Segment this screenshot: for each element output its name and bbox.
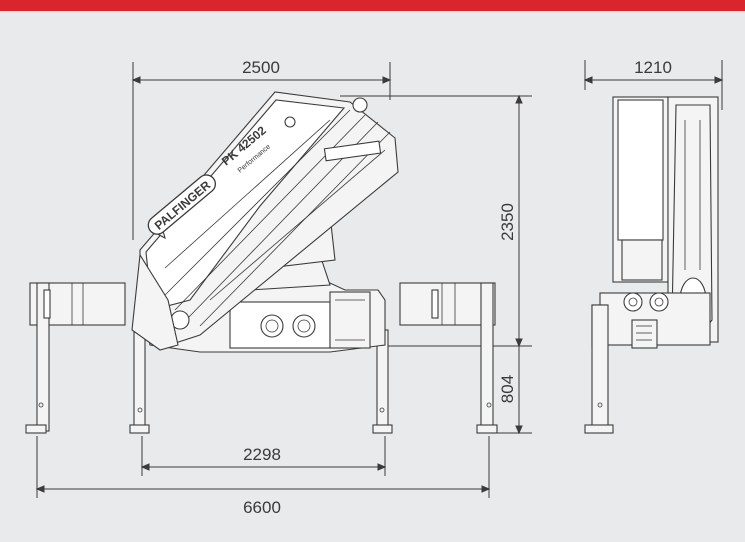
dimension-support-outer: 6600 (35, 436, 491, 517)
dim-2350-label: 2350 (498, 203, 517, 241)
dim-1210-label: 1210 (634, 58, 672, 77)
dim-2500-label: 2500 (242, 58, 280, 77)
right-outrigger (399, 282, 498, 434)
dimension-width-side: 1210 (583, 58, 724, 110)
dim-6600-label: 6600 (243, 498, 281, 517)
dimension-height-lower: 804 (480, 346, 532, 435)
dimension-support-inner: 2298 (140, 436, 387, 476)
dim-804-label: 804 (498, 375, 517, 403)
right-inner-leg (372, 329, 393, 434)
dimension-width-top: 2500 (131, 58, 392, 240)
dim-2298-label: 2298 (243, 445, 281, 464)
left-outrigger (25, 282, 126, 434)
left-inner-leg (129, 324, 150, 434)
side-view (584, 96, 719, 434)
accent-bar (0, 0, 745, 11)
dimension-height-total: 2350 (340, 94, 532, 348)
